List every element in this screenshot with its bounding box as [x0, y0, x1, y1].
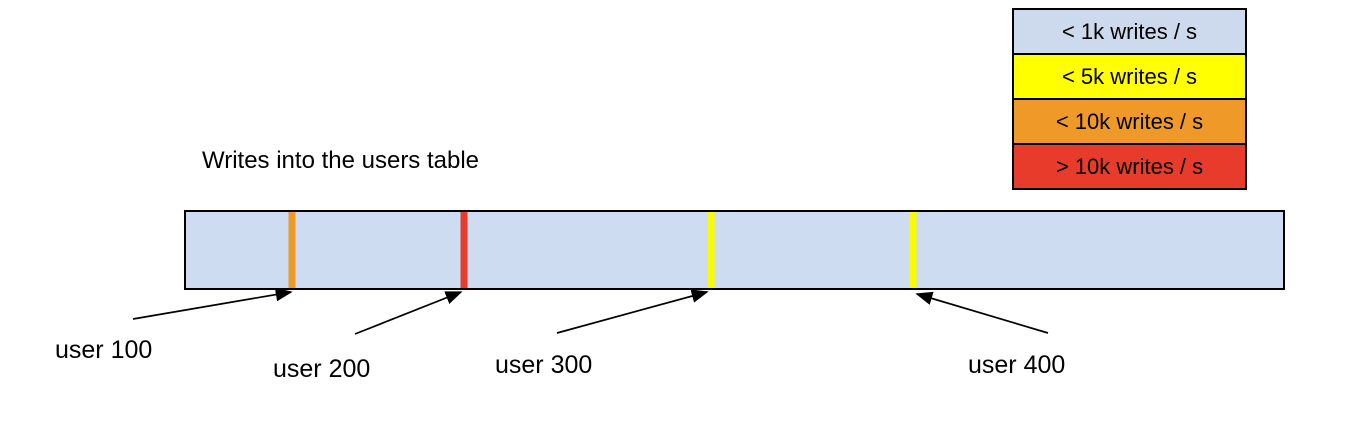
arrow-user-200: [354, 291, 463, 335]
write-hotspot-tick-user-400: [909, 212, 917, 288]
arrow-user-300: [556, 289, 709, 334]
arrow-user-400: [915, 291, 1049, 334]
write-hotspot-tick-user-200: [460, 212, 468, 288]
write-hotspot-tick-user-100: [288, 212, 296, 288]
legend: < 1k writes / s < 5k writes / s < 10k wr…: [1012, 8, 1247, 190]
user-label-100: user 100: [55, 336, 153, 364]
legend-item-lt-10k: < 10k writes / s: [1012, 98, 1247, 145]
user-label-300: user 300: [495, 351, 593, 379]
user-label-200: user 200: [273, 355, 371, 383]
legend-item-lt-1k: < 1k writes / s: [1012, 8, 1247, 55]
legend-item-lt-5k: < 5k writes / s: [1012, 53, 1247, 100]
legend-item-gt-10k: > 10k writes / s: [1012, 143, 1247, 190]
arrow-user-100: [132, 287, 293, 320]
users-table-bar: [184, 210, 1285, 290]
user-label-400: user 400: [968, 351, 1066, 379]
diagram-title: Writes into the users table: [202, 147, 480, 174]
write-hotspot-tick-user-300: [707, 212, 715, 288]
